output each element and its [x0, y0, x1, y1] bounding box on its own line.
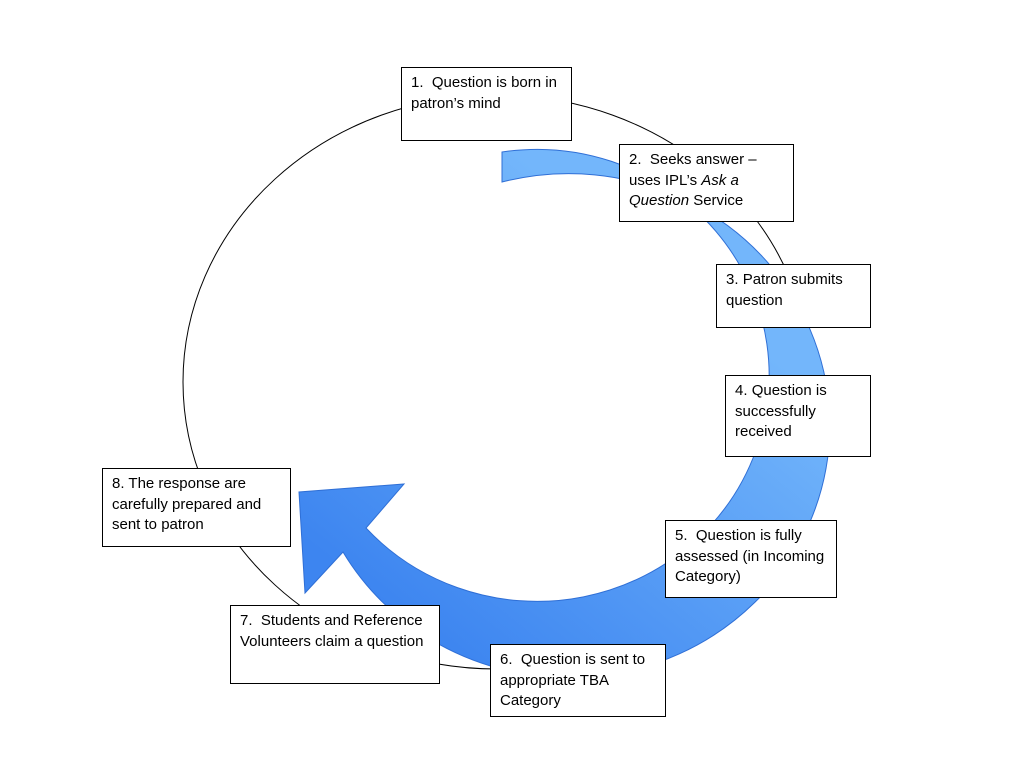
step-4-number: 4.: [735, 382, 748, 399]
step-6-number: 6.: [500, 651, 513, 668]
step-7-number: 7.: [240, 612, 253, 629]
step-8-box: 8. The response are carefully prepared a…: [102, 468, 291, 547]
step-6-box: 6. Question is sent to appropriate TBA C…: [490, 644, 666, 717]
step-7-text-part: Students and Reference Volunteers claim …: [240, 612, 424, 650]
step-4-box: 4. Question is successfully received: [725, 375, 871, 457]
step-2-text-part: Seeks answer – uses IPL’s: [629, 151, 757, 189]
step-8-text-part: The response are carefully prepared and …: [112, 475, 262, 533]
step-5-text-part: Question is fully assessed (in Incoming …: [675, 527, 825, 585]
step-1-number: 1.: [411, 74, 424, 91]
step-1-box: 1. Question is born in patron’s mind: [401, 67, 572, 141]
step-3-box: 3. Patron submits question: [716, 264, 871, 328]
step-3-text-part: Patron submits question: [726, 271, 843, 309]
step-8-number: 8.: [112, 475, 125, 492]
step-5-number: 5.: [675, 527, 688, 544]
step-4-text-part: Question is successfully received: [735, 382, 827, 440]
step-6-text-part: Question is sent to appropriate TBA Cate…: [500, 651, 646, 709]
step-2-box: 2. Seeks answer – uses IPL’s Ask a Quest…: [619, 144, 794, 222]
step-2-number: 2.: [629, 151, 642, 168]
step-2-text-part: Ask a Question: [629, 171, 739, 210]
step-3-number: 3.: [726, 271, 739, 288]
step-7-box: 7. Students and Reference Volunteers cla…: [230, 605, 440, 684]
step-5-box: 5. Question is fully assessed (in Incomi…: [665, 520, 837, 598]
step-1-text-part: Question is born in patron’s mind: [411, 74, 557, 112]
step-2-text-part: Service: [689, 192, 744, 209]
